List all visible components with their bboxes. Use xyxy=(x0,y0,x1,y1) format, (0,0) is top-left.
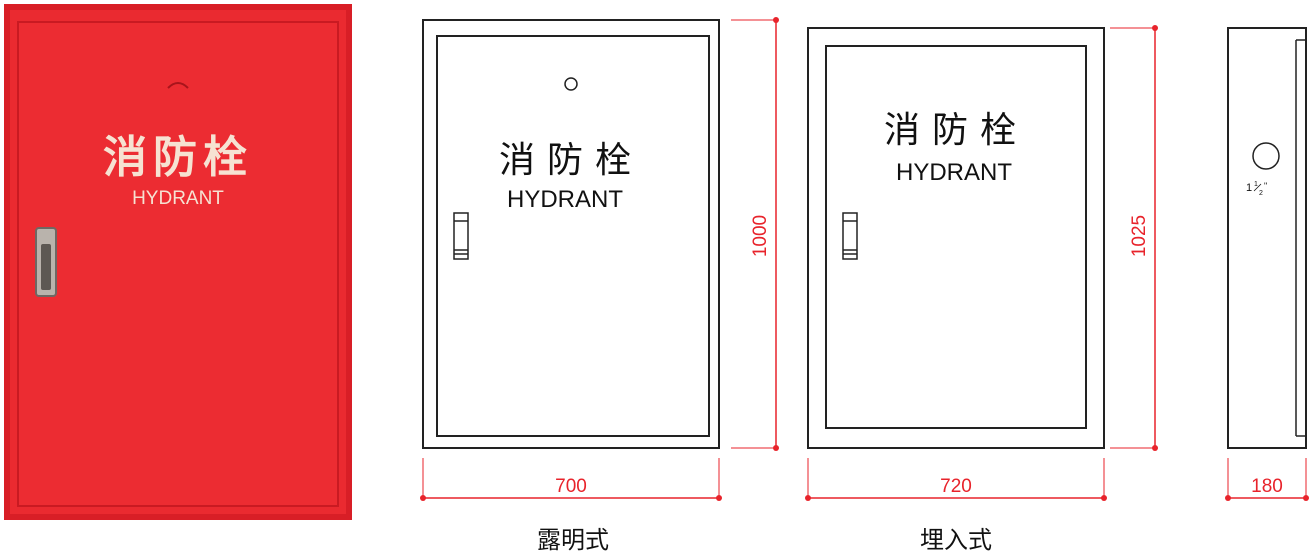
flush-mount-title-cn: 消防栓 xyxy=(884,110,1028,151)
surface-mount-height-dimension: 1000 xyxy=(731,17,779,451)
cabinet-photo-title-en: HYDRANT xyxy=(132,188,224,209)
pipe-size-whole: 1 xyxy=(1246,182,1252,194)
side-view-pipe-opening xyxy=(1252,142,1280,170)
surface-mount-handle xyxy=(453,212,469,260)
flush-mount-door xyxy=(825,45,1087,429)
flush-mount-width-label: 720 xyxy=(940,476,972,497)
pipe-size-den: 2 xyxy=(1259,190,1263,197)
side-view-depth-dimension: 180 xyxy=(1225,458,1309,501)
cabinet-photo: 消防栓 HYDRANT xyxy=(4,4,352,520)
surface-mount-lock-hole xyxy=(564,77,578,91)
side-view-depth-label: 180 xyxy=(1251,476,1283,497)
surface-mount-view: 消防栓 HYDRANT 1000 700 露明式 xyxy=(420,17,779,554)
cabinet-photo-title-cn: 消防栓 xyxy=(103,132,253,183)
surface-mount-title-en: HYDRANT xyxy=(507,186,623,213)
surface-mount-caption: 露明式 xyxy=(537,526,609,554)
side-view-body xyxy=(1227,27,1307,449)
flush-mount-height-dimension: 1025 xyxy=(1110,25,1158,451)
cabinet-photo-hole xyxy=(167,82,189,89)
surface-mount-title-cn: 消防栓 xyxy=(499,140,643,181)
flush-mount-handle xyxy=(842,212,858,260)
side-view: 1 1 2 " 180 xyxy=(1225,27,1309,501)
flush-mount-width-dimension: 720 xyxy=(805,458,1107,501)
pipe-size-num: 1 xyxy=(1254,181,1258,188)
flush-mount-height-label: 1025 xyxy=(1129,215,1150,257)
surface-mount-height-label: 1000 xyxy=(750,215,771,257)
pipe-size-unit: " xyxy=(1264,181,1267,191)
flush-mount-view: 消防栓 HYDRANT 1025 720 埋入式 xyxy=(805,25,1158,554)
side-view-pipe-size: 1 1 2 " xyxy=(1246,181,1267,197)
flush-mount-caption: 埋入式 xyxy=(920,526,992,554)
surface-mount-width-label: 700 xyxy=(555,476,587,497)
surface-mount-door xyxy=(436,35,710,437)
surface-mount-width-dimension: 700 xyxy=(420,458,722,501)
cabinet-photo-door xyxy=(17,21,339,507)
flush-mount-title-en: HYDRANT xyxy=(896,159,1012,186)
cabinet-photo-handle xyxy=(35,227,57,297)
